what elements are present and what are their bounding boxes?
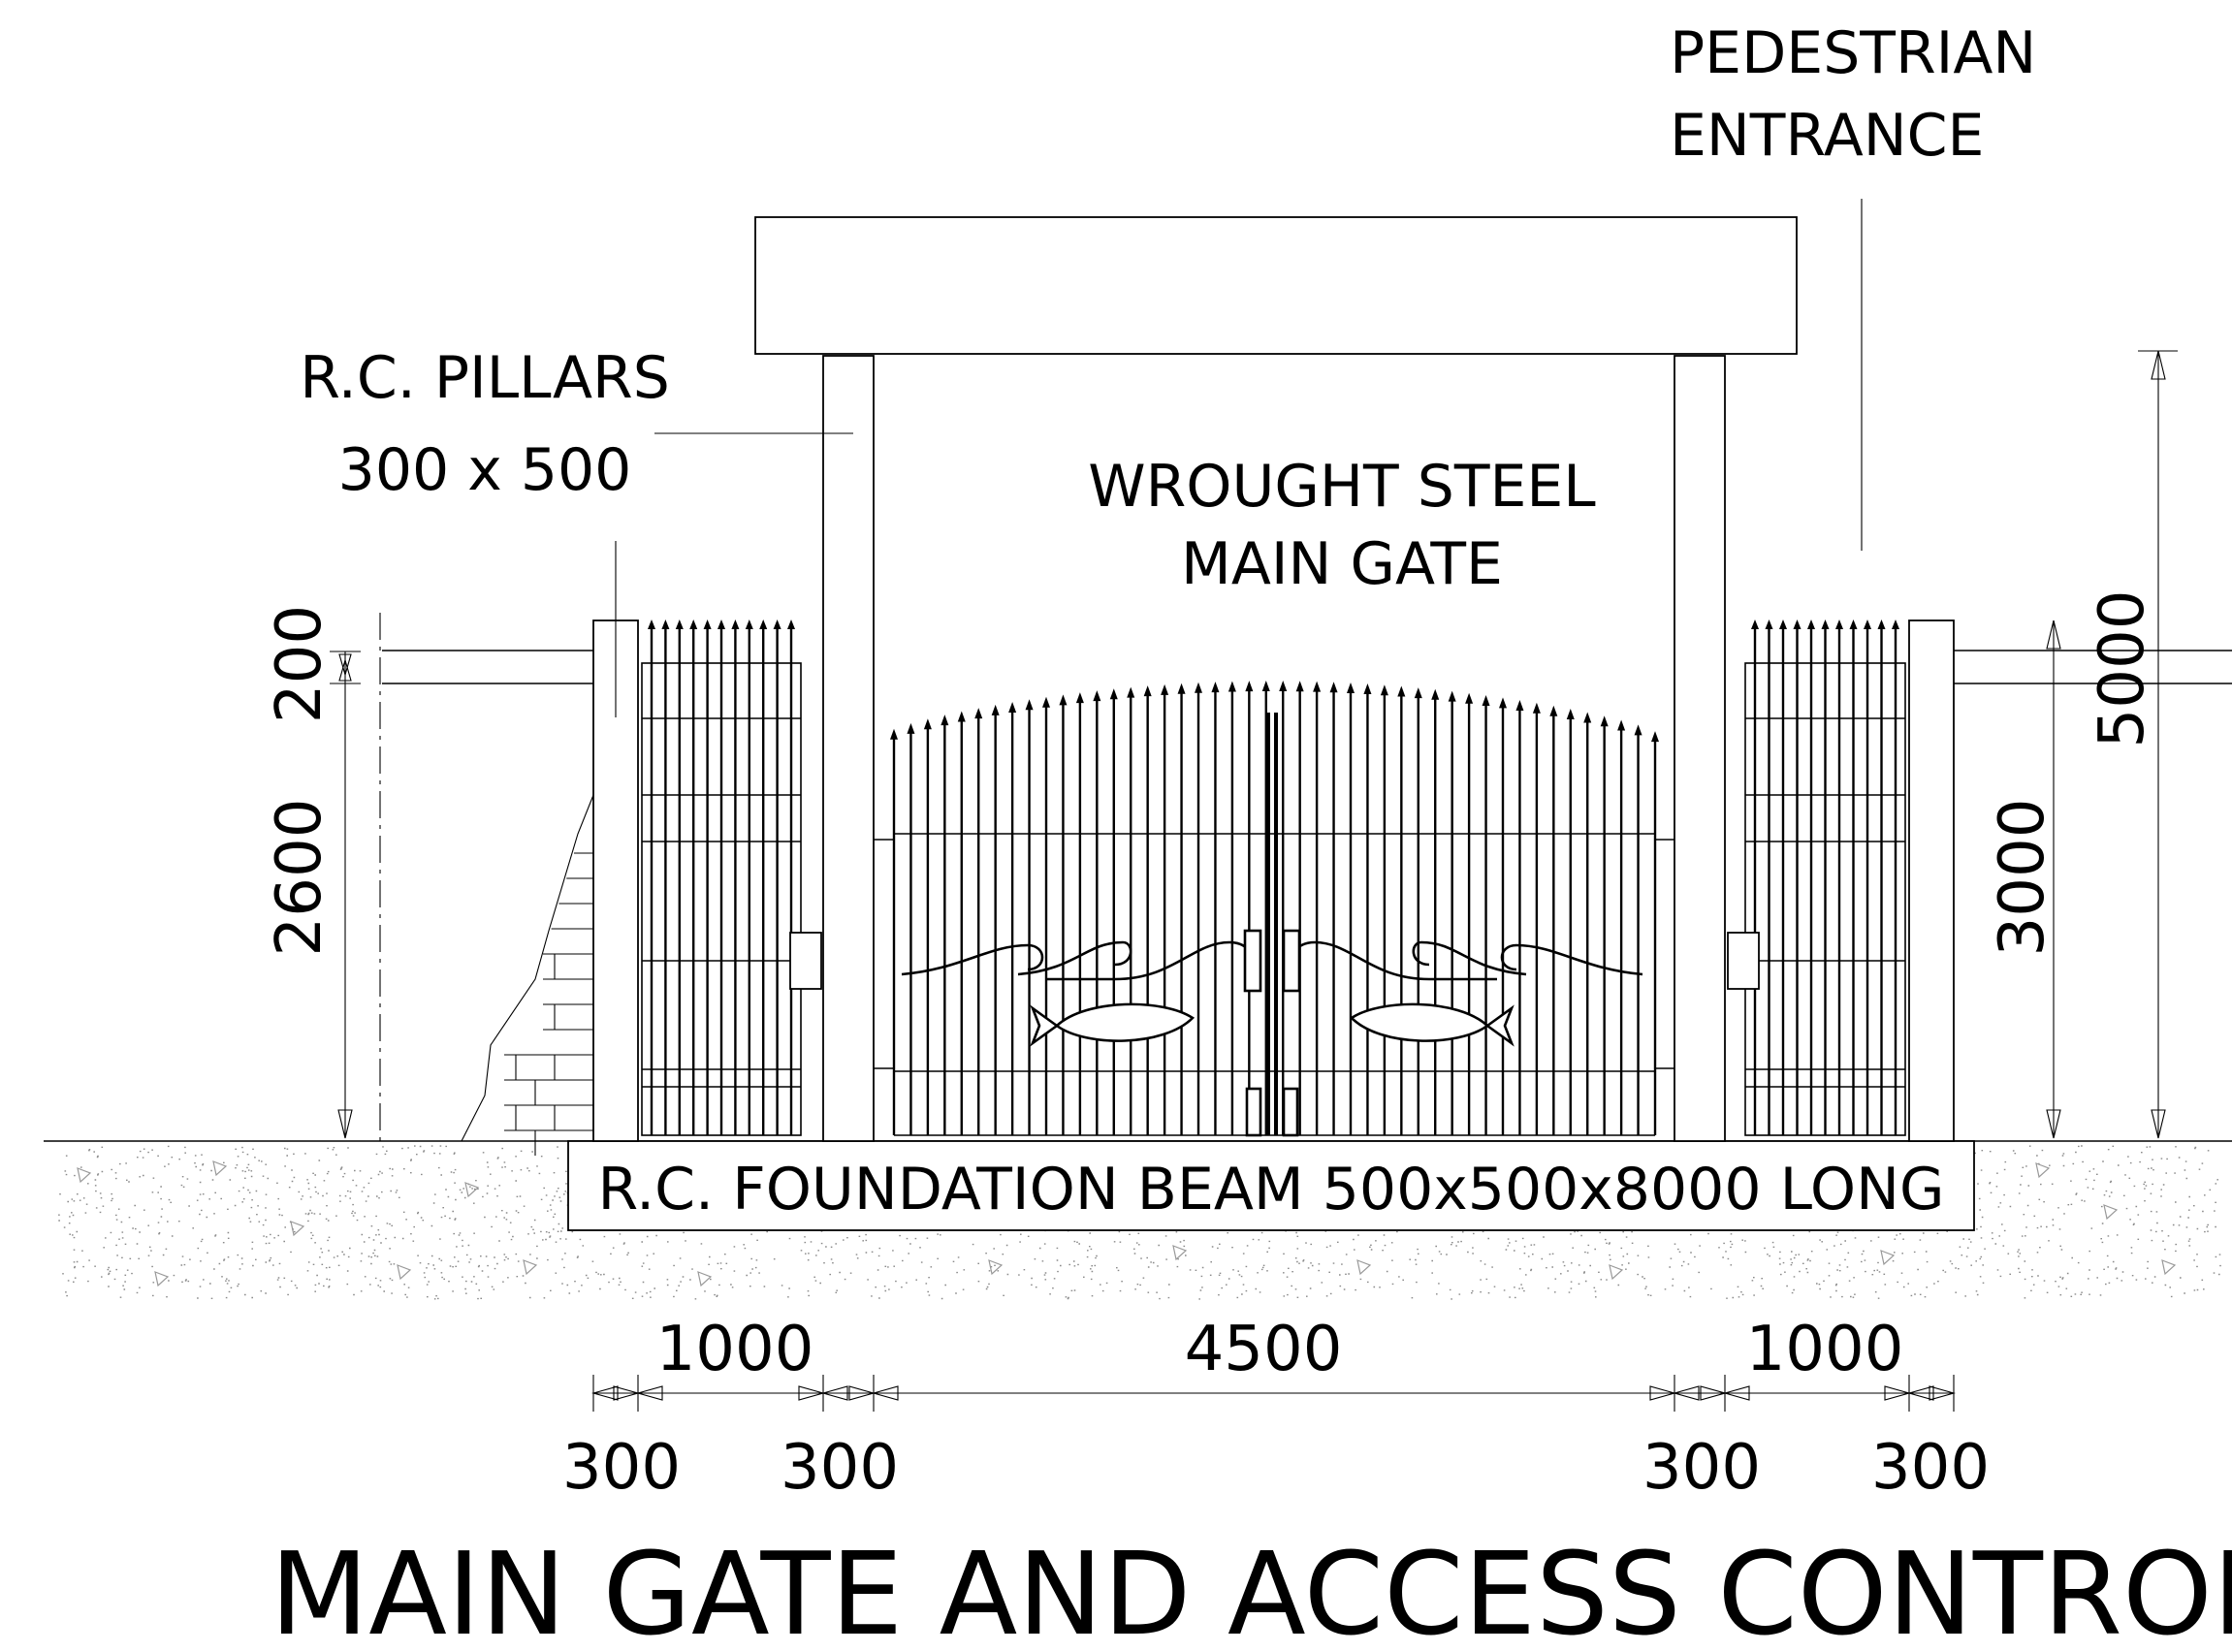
pedestrian-gate-left bbox=[641, 620, 802, 1136]
dim-wall-cap: 200 bbox=[264, 605, 335, 723]
roof-slab bbox=[754, 216, 1798, 355]
pillars-label-line1: R.C. PILLARS bbox=[300, 344, 670, 412]
dim-pillar-1: 300 bbox=[562, 1432, 681, 1504]
pedestrian-gate-right bbox=[1744, 620, 1906, 1136]
dimension-chain-horizontal bbox=[590, 1375, 1957, 1412]
dim-wall-height: 2600 bbox=[264, 799, 335, 957]
dim-pillar-3: 300 bbox=[1642, 1432, 1761, 1504]
main-gate bbox=[874, 681, 1674, 1137]
boundary-wall bbox=[382, 650, 2232, 1156]
pedestrian-label-line1: PEDESTRIAN bbox=[1670, 19, 2036, 87]
foundation-label: R.C. FOUNDATION BEAM 500x500x8000 LONG bbox=[598, 1156, 1945, 1223]
dim-right-ped-width: 1000 bbox=[1746, 1314, 1904, 1385]
brickwork bbox=[504, 852, 593, 1156]
foundation-beam bbox=[567, 1140, 1975, 1231]
main-pillar-right bbox=[1674, 355, 1726, 1142]
dim-left-ped-width: 1000 bbox=[656, 1314, 814, 1385]
gate-lock-left bbox=[789, 932, 822, 990]
dim-pillar-2: 300 bbox=[781, 1432, 899, 1504]
main-pillar-left bbox=[822, 355, 875, 1142]
dim-main-gate-width: 4500 bbox=[1185, 1314, 1343, 1385]
pedestrian-label-line2: ENTRANCE bbox=[1670, 102, 1984, 170]
dim-overall-height: 5000 bbox=[2087, 590, 2158, 748]
dimension-lines-vertical bbox=[330, 350, 2178, 1141]
gate-label-line2: MAIN GATE bbox=[1181, 530, 1503, 598]
pillars-label-line2: 300 x 500 bbox=[338, 436, 632, 504]
drawing-title: MAIN GATE AND ACCESS CONTROL bbox=[270, 1527, 2232, 1652]
dim-pedestrian-height: 3000 bbox=[1987, 799, 2058, 957]
ground-hatch bbox=[58, 1145, 2221, 1300]
dim-pillar-4: 300 bbox=[1871, 1432, 1990, 1504]
outer-pillar-right bbox=[1908, 620, 1955, 1142]
gate-label-line1: WROUGHT STEEL bbox=[1088, 453, 1596, 521]
gate-lock-right bbox=[1727, 932, 1760, 990]
